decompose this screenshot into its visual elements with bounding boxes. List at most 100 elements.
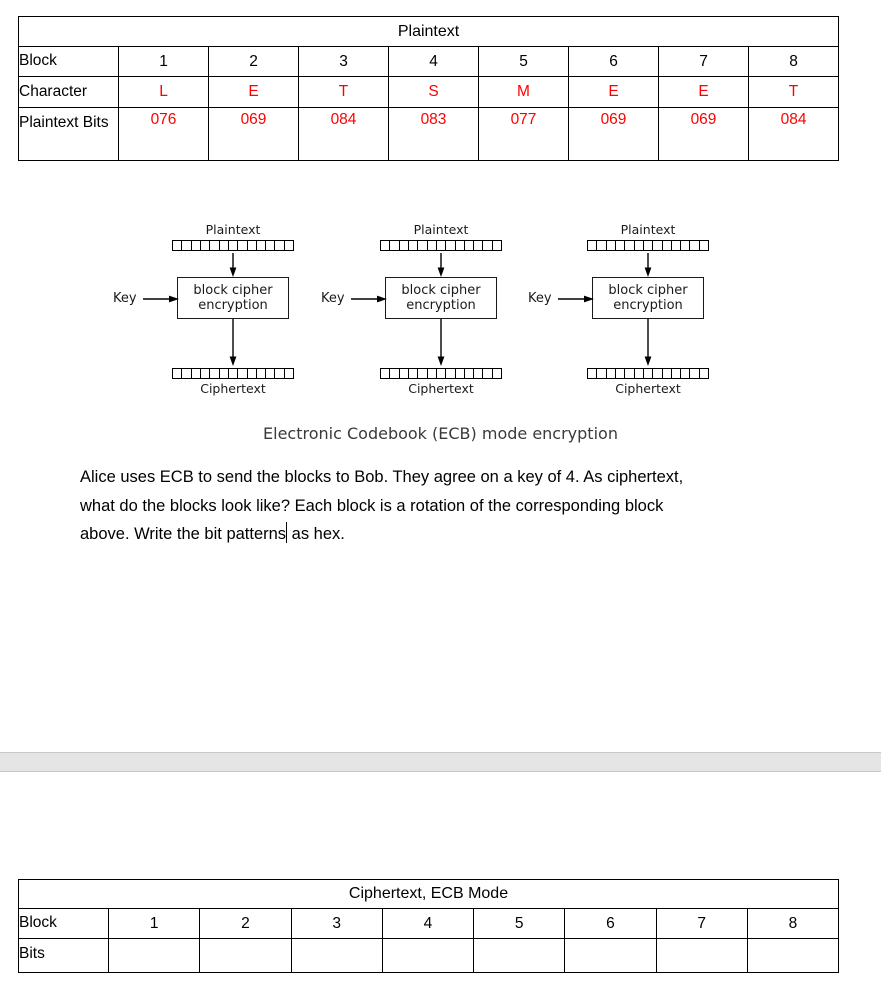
- key-arrow-icon: [557, 295, 594, 303]
- long-down-arrow-icon: [229, 319, 237, 366]
- plaintext-bits-bar: [172, 240, 294, 251]
- bit-cell: [266, 369, 276, 378]
- key-label: Key: [528, 291, 552, 306]
- table-cell: 5: [478, 46, 569, 77]
- bit-cell: [257, 241, 267, 250]
- table-cell: S: [388, 76, 479, 108]
- answer-cell[interactable]: [107, 938, 201, 973]
- encryption-text: encryption: [198, 298, 268, 313]
- table-cell: 4: [381, 908, 475, 939]
- bit-cell: [493, 369, 501, 378]
- row-label: Bits: [18, 938, 109, 973]
- bit-cell: [635, 241, 644, 250]
- bit-cell: [381, 369, 391, 378]
- bit-cell: [238, 369, 248, 378]
- table-cell: T: [298, 76, 389, 108]
- long-down-arrow-icon: [644, 319, 652, 366]
- paragraph-line[interactable]: Alice uses ECB to send the blocks to Bob…: [80, 468, 684, 486]
- down-arrow-icon: [437, 253, 445, 277]
- table-cell: E: [658, 76, 749, 108]
- bit-cell: [437, 369, 447, 378]
- question-paragraph[interactable]: Alice uses ECB to send the blocks to Bob…: [80, 463, 683, 549]
- table-cell: 4: [388, 46, 479, 77]
- table-cell: 084: [747, 107, 840, 161]
- plaintext-bits-bar: [587, 240, 709, 251]
- table-cell: L: [118, 76, 209, 108]
- key-input-group: Key: [528, 291, 594, 307]
- table-title: Plaintext: [17, 16, 840, 47]
- bit-cell: [681, 241, 691, 250]
- bit-cell: [285, 369, 293, 378]
- answer-cell[interactable]: [381, 938, 475, 973]
- bit-cell: [192, 369, 201, 378]
- plaintext-label: Plaintext: [413, 222, 469, 237]
- bit-cell: [672, 369, 682, 378]
- row-label: Character: [18, 76, 119, 108]
- table-cell: 2: [199, 908, 292, 939]
- paragraph-text: as hex.: [287, 525, 345, 543]
- paragraph-line[interactable]: above. Write the bit patterns as hex.: [80, 520, 683, 549]
- table-cell: 069: [208, 107, 299, 161]
- paragraph-text: above. Write the bit patterns: [80, 525, 287, 543]
- bit-cell: [607, 369, 616, 378]
- row-label: Plaintext Bits: [18, 107, 119, 161]
- answer-cell[interactable]: [655, 938, 748, 973]
- answer-cell[interactable]: [472, 938, 566, 973]
- plaintext-label: Plaintext: [620, 222, 676, 237]
- down-arrow-icon: [644, 253, 652, 277]
- text-cursor: [286, 522, 288, 543]
- bit-cell: [257, 369, 267, 378]
- row-label: Block: [18, 46, 119, 77]
- table-title: Ciphertext, ECB Mode: [17, 879, 840, 909]
- bit-cell: [456, 369, 465, 378]
- bit-cell: [173, 241, 183, 250]
- bit-cell: [663, 241, 672, 250]
- table-cell: 7: [655, 908, 748, 939]
- bit-cell: [597, 241, 607, 250]
- bit-cell: [493, 241, 501, 250]
- long-down-arrow-icon: [437, 319, 445, 366]
- bit-cell: [625, 369, 635, 378]
- bit-cell: [275, 369, 285, 378]
- answer-cell[interactable]: [564, 938, 657, 973]
- bit-cell: [390, 369, 400, 378]
- bit-cell: [700, 369, 708, 378]
- table-cell: E: [568, 76, 659, 108]
- table-cell: 077: [478, 107, 569, 161]
- bit-cell: [700, 241, 708, 250]
- bit-cell: [653, 241, 663, 250]
- bit-cell: [238, 241, 248, 250]
- bit-cell: [173, 369, 183, 378]
- answer-cell[interactable]: [746, 938, 840, 973]
- encryption-text: encryption: [613, 298, 683, 313]
- bit-cell: [672, 241, 682, 250]
- bit-cell: [229, 241, 239, 250]
- bit-cell: [437, 241, 447, 250]
- table-cell: 7: [658, 46, 749, 77]
- answer-cell[interactable]: [199, 938, 292, 973]
- bit-cell: [409, 241, 419, 250]
- table-cell: 5: [472, 908, 566, 939]
- bit-cell: [275, 241, 285, 250]
- bit-cell: [616, 241, 626, 250]
- bit-cell: [483, 369, 493, 378]
- ciphertext-label: Ciphertext: [200, 381, 266, 396]
- bit-cell: [607, 241, 616, 250]
- key-input-group: Key: [321, 291, 387, 307]
- table-cell: 1: [107, 908, 201, 939]
- bit-cell: [644, 241, 654, 250]
- bit-cell: [588, 241, 598, 250]
- table-cell: 1: [118, 46, 209, 77]
- bit-cell: [625, 241, 635, 250]
- ecb-encryption-unit: Plaintext block cipher encryption Cipher…: [321, 222, 561, 397]
- answer-cell[interactable]: [290, 938, 383, 973]
- key-label: Key: [321, 291, 345, 306]
- ciphertext-label: Ciphertext: [615, 381, 681, 396]
- bit-cell: [229, 369, 239, 378]
- bit-cell: [690, 369, 700, 378]
- paragraph-line[interactable]: what do the blocks look like? Each block…: [80, 496, 664, 515]
